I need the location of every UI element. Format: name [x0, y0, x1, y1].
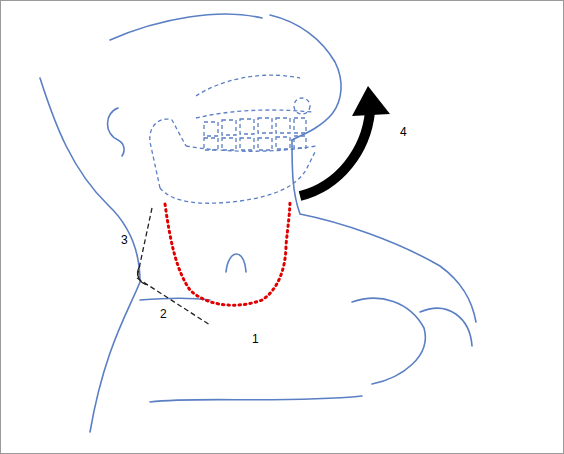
angle-arc [138, 266, 148, 285]
incision-line [165, 200, 290, 305]
angle-lines [137, 208, 210, 325]
rotation-arrow [300, 86, 390, 196]
body-outline [40, 14, 476, 432]
callout-number: 1 [252, 333, 259, 345]
callout-number: 4 [400, 126, 407, 138]
jaw-and-teeth [150, 75, 316, 203]
callout-number: 2 [160, 308, 167, 320]
callout-number: 3 [121, 234, 128, 246]
